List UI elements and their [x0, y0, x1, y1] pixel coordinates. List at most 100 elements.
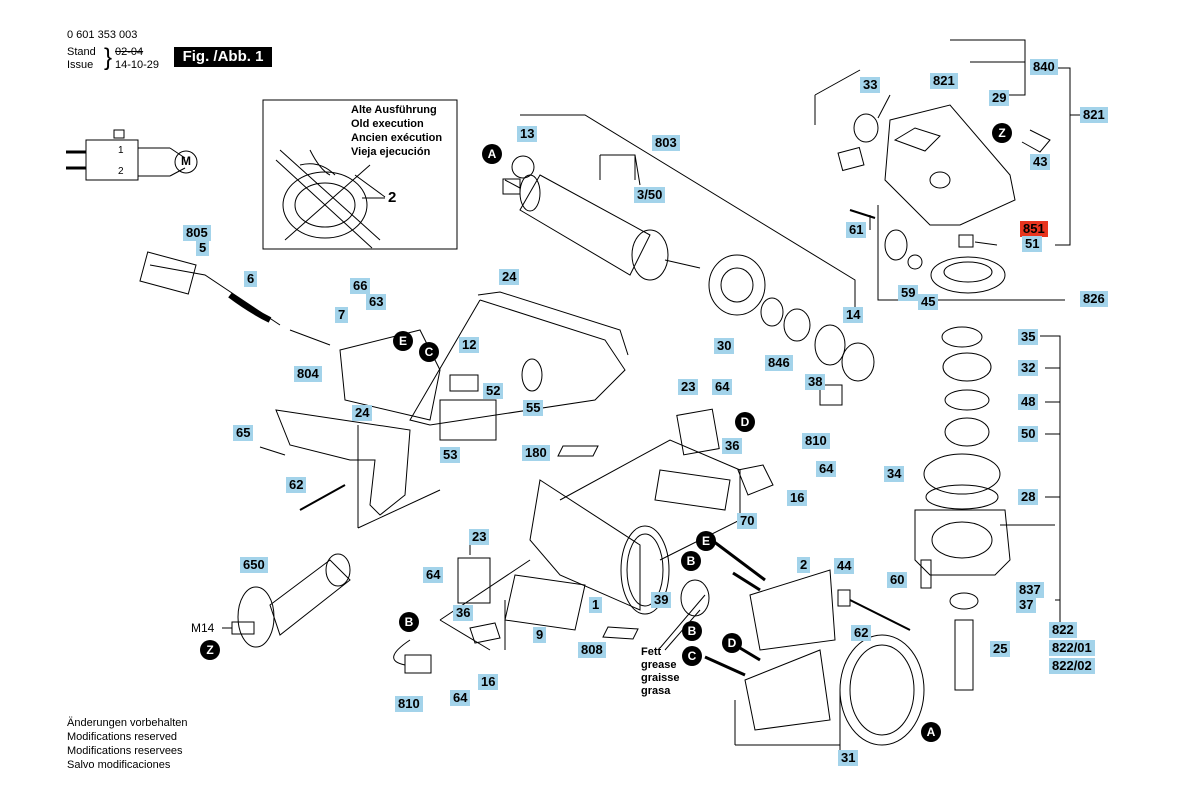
label-822-02[interactable]: 822/02 — [1049, 658, 1095, 674]
label-63[interactable]: 63 — [366, 294, 387, 310]
label-43[interactable]: 43 — [1030, 154, 1051, 170]
marker-d-lower[interactable]: D — [722, 633, 742, 653]
grease-note-fr: graisse — [641, 672, 680, 684]
label-48[interactable]: 48 — [1018, 394, 1039, 410]
label-59[interactable]: 59 — [898, 285, 919, 301]
marker-a-lower[interactable]: A — [921, 722, 941, 742]
marker-c-lower[interactable]: C — [682, 646, 702, 666]
label-821-upper[interactable]: 821 — [930, 73, 958, 89]
label-61[interactable]: 61 — [846, 222, 867, 238]
label-851[interactable]: 851 — [1020, 221, 1048, 237]
motor-symbol-circle — [174, 150, 198, 174]
label-31[interactable]: 31 — [838, 750, 859, 766]
marker-d-upper[interactable]: D — [735, 412, 755, 432]
label-36-lower[interactable]: 36 — [453, 605, 474, 621]
marker-b-left[interactable]: B — [399, 612, 419, 632]
gear-housing-shape — [884, 104, 1016, 226]
label-16-upper[interactable]: 16 — [787, 490, 808, 506]
label-30[interactable]: 30 — [714, 338, 735, 354]
label-14[interactable]: 14 — [843, 307, 864, 323]
marker-c-upper[interactable]: C — [419, 342, 439, 362]
issue-value: 14-10-29 — [115, 59, 160, 71]
label-23-upper[interactable]: 23 — [678, 379, 699, 395]
label-25[interactable]: 25 — [990, 641, 1011, 657]
label-1[interactable]: 1 — [589, 597, 603, 613]
marker-z-upper[interactable]: Z — [992, 123, 1012, 143]
label-60[interactable]: 60 — [887, 572, 908, 588]
spindle-25 — [954, 619, 974, 691]
label-62-right[interactable]: 62 — [851, 625, 872, 641]
label-846[interactable]: 846 — [765, 355, 793, 371]
label-52[interactable]: 52 — [483, 383, 504, 399]
inset-line-de: Alte Ausführung — [351, 104, 437, 116]
label-16-lower[interactable]: 16 — [478, 674, 499, 690]
label-24-upper[interactable]: 24 — [499, 269, 520, 285]
label-840[interactable]: 840 — [1030, 59, 1058, 75]
label-810-upper[interactable]: 810 — [802, 433, 830, 449]
flange-828 — [914, 509, 1011, 576]
label-39[interactable]: 39 — [651, 592, 672, 608]
marker-b-lower[interactable]: B — [682, 621, 702, 641]
label-13[interactable]: 13 — [517, 126, 538, 142]
label-29[interactable]: 29 — [989, 90, 1010, 106]
motor-symbol-label: M — [181, 154, 191, 168]
label-35[interactable]: 35 — [1018, 329, 1039, 345]
label-9[interactable]: 9 — [533, 627, 547, 643]
label-837[interactable]: 837 — [1016, 582, 1044, 598]
label-810-lower[interactable]: 810 — [395, 696, 423, 712]
footer-line-de: Änderungen vorbehalten — [67, 717, 188, 729]
label-822-01[interactable]: 822/01 — [1049, 640, 1095, 656]
label-180[interactable]: 180 — [522, 445, 550, 461]
auxiliary-handle-drawing — [222, 553, 351, 648]
label-6[interactable]: 6 — [244, 271, 258, 287]
stand-label: Stand — [67, 46, 96, 58]
label-3-50[interactable]: 3/50 — [634, 187, 666, 203]
label-5[interactable]: 5 — [196, 240, 210, 256]
stand-value: 02-04 — [115, 46, 144, 58]
label-822[interactable]: 822 — [1049, 622, 1077, 638]
marker-b-mid[interactable]: B — [681, 551, 701, 571]
label-70[interactable]: 70 — [737, 513, 758, 529]
label-7[interactable]: 7 — [335, 307, 349, 323]
label-821-right[interactable]: 821 — [1080, 107, 1108, 123]
label-66[interactable]: 66 — [350, 278, 371, 294]
label-53[interactable]: 53 — [440, 447, 461, 463]
label-64-lower[interactable]: 64 — [450, 690, 471, 706]
label-805[interactable]: 805 — [183, 225, 211, 241]
marker-z-lower[interactable]: Z — [200, 640, 220, 660]
label-55[interactable]: 55 — [523, 400, 544, 416]
label-826[interactable]: 826 — [1080, 291, 1108, 307]
grease-note-de: Fett — [641, 646, 662, 658]
label-650[interactable]: 650 — [240, 557, 268, 573]
label-804[interactable]: 804 — [294, 366, 322, 382]
label-38[interactable]: 38 — [805, 374, 826, 390]
label-34[interactable]: 34 — [884, 466, 905, 482]
issue-label: Issue — [67, 59, 94, 71]
marker-e-upper[interactable]: E — [393, 331, 413, 351]
label-45[interactable]: 45 — [918, 294, 939, 310]
label-28[interactable]: 28 — [1018, 489, 1039, 505]
label-12[interactable]: 12 — [459, 337, 480, 353]
label-33[interactable]: 33 — [860, 77, 881, 93]
marker-e-lower[interactable]: E — [696, 531, 716, 551]
label-32[interactable]: 32 — [1018, 360, 1039, 376]
label-36-upper[interactable]: 36 — [722, 438, 743, 454]
label-24-lower[interactable]: 24 — [352, 405, 373, 421]
label-50[interactable]: 50 — [1018, 426, 1039, 442]
label-64-lower-left[interactable]: 64 — [423, 567, 444, 583]
label-803[interactable]: 803 — [652, 135, 680, 151]
label-62-left[interactable]: 62 — [286, 477, 307, 493]
label-64-upper[interactable]: 64 — [712, 379, 733, 395]
label-2[interactable]: 2 — [797, 557, 811, 573]
brace-glyph: } — [104, 44, 113, 71]
label-65[interactable]: 65 — [233, 425, 254, 441]
label-37[interactable]: 37 — [1016, 597, 1037, 613]
label-44[interactable]: 44 — [834, 558, 855, 574]
label-51[interactable]: 51 — [1022, 236, 1043, 252]
label-23-lower[interactable]: 23 — [469, 529, 490, 545]
label-808[interactable]: 808 — [578, 642, 606, 658]
switch-contact-1: 1 — [118, 145, 124, 156]
marker-a-upper[interactable]: A — [482, 144, 502, 164]
label-64-mid[interactable]: 64 — [816, 461, 837, 477]
